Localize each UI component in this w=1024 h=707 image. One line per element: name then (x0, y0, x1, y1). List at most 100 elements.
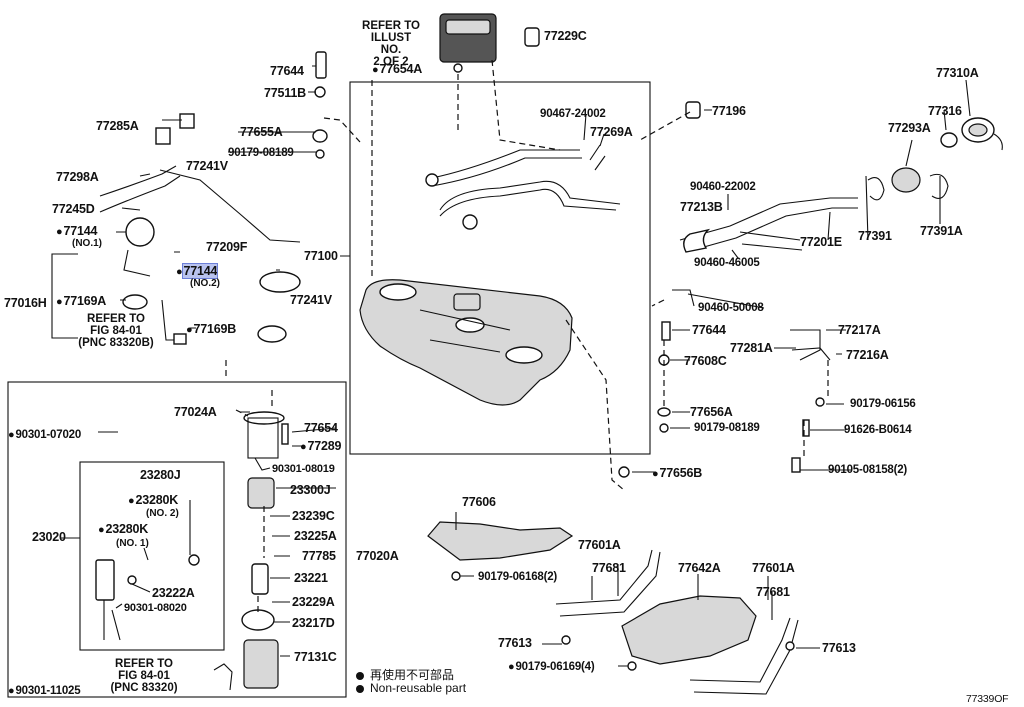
part-77654A[interactable]: 77654A (372, 62, 422, 77)
legend-non-reusable-jp: 再使用不可部品 (356, 666, 454, 683)
gasket-77169B (257, 325, 287, 343)
breather-pipe (739, 231, 803, 251)
part-77391[interactable]: 77391 (858, 229, 892, 243)
fuel-tank (359, 279, 573, 406)
part-90179-08189-lower[interactable]: 90179-08189 (694, 422, 760, 434)
part-77310A[interactable]: 77310A (936, 66, 979, 80)
part-23300J[interactable]: 23300J (290, 483, 331, 497)
part-77245D[interactable]: 77245D (52, 202, 95, 216)
vent-valve-77229C (524, 27, 540, 47)
part-77644-upper[interactable]: 77644 (270, 64, 304, 78)
fuel-cap (961, 117, 1003, 151)
part-90301-11025[interactable]: 90301-11025 (8, 684, 80, 698)
part-77216A[interactable]: 77216A (846, 348, 889, 362)
part-77681-left[interactable]: 77681 (592, 561, 626, 575)
fuel-sender-gauge-no2 (259, 271, 301, 293)
sender-wire (213, 663, 233, 691)
part-90105-08158[interactable]: 90105-08158(2) (828, 464, 908, 476)
part-77241V-upper[interactable]: 77241V (186, 159, 228, 173)
part-23280J[interactable]: 23280J (140, 468, 181, 482)
part-77293A[interactable]: 77293A (888, 121, 931, 135)
clip-77391 (867, 177, 885, 201)
part-77608C[interactable]: 77608C (684, 354, 727, 368)
part-23280K-no2-sub: (NO. 2) (146, 508, 179, 519)
part-23020[interactable]: 23020 (32, 530, 66, 544)
part-90301-07020[interactable]: 90301-07020 (8, 428, 81, 442)
nut-90179-06156 (815, 397, 825, 407)
part-77201E[interactable]: 77201E (800, 235, 842, 249)
part-77785[interactable]: 77785 (302, 549, 336, 563)
fuel-line-left (99, 165, 181, 213)
part-77285A[interactable]: 77285A (96, 119, 139, 133)
part-77316[interactable]: 77316 (928, 104, 962, 118)
filler-neck-seal (891, 167, 921, 193)
part-77209F[interactable]: 77209F (206, 240, 248, 254)
bolt-91626 (802, 419, 810, 437)
part-77144-no1[interactable]: 77144 (56, 224, 97, 239)
part-77644-lower[interactable]: 77644 (692, 323, 726, 337)
part-77511B[interactable]: 77511B (264, 86, 306, 100)
part-77601A-right[interactable]: 77601A (752, 561, 795, 575)
part-77144-no2-sub: (NO.2) (190, 278, 220, 289)
part-77144-no2[interactable]: 77144 (176, 263, 219, 279)
clip (179, 113, 195, 129)
part-23229A[interactable]: 23229A (292, 595, 335, 609)
grommet-77511B (314, 86, 326, 98)
part-77281A[interactable]: 77281A (730, 341, 773, 355)
gauge-cap (462, 214, 478, 230)
part-77298A[interactable]: 77298A (56, 170, 99, 184)
part-77217A[interactable]: 77217A (838, 323, 881, 337)
part-77289[interactable]: 77289 (300, 439, 341, 454)
part-91626-B0614[interactable]: 91626-B0614 (844, 424, 912, 436)
cushion-77655A (312, 129, 328, 143)
part-77020A[interactable]: 77020A (356, 549, 399, 563)
part-90467-24002[interactable]: 90467-24002 (540, 108, 606, 120)
part-90460-46005[interactable]: 90460-46005 (694, 257, 760, 269)
part-77100[interactable]: 77100 (304, 249, 338, 263)
part-90179-06168[interactable]: 90179-06168(2) (478, 571, 558, 583)
part-77196[interactable]: 77196 (712, 104, 746, 118)
part-23239C[interactable]: 23239C (292, 509, 335, 523)
part-23222A[interactable]: 23222A (152, 586, 195, 600)
part-77241V-lower[interactable]: 77241V (290, 293, 332, 307)
part-90460-50008[interactable]: 90460-50008 (698, 302, 764, 314)
part-77229C[interactable]: 77229C (544, 29, 587, 43)
part-77606[interactable]: 77606 (462, 495, 496, 509)
part-90179-08189-upper[interactable]: 90179-08189 (228, 147, 294, 159)
part-90301-08020[interactable]: 90301-08020 (124, 602, 187, 614)
part-77681-right[interactable]: 77681 (756, 585, 790, 599)
part-77024A[interactable]: 77024A (174, 405, 217, 419)
gauge-connector (173, 333, 187, 345)
part-77656B[interactable]: 77656B (652, 466, 702, 481)
part-77131C[interactable]: 77131C (294, 650, 337, 664)
part-77654[interactable]: 77654 (304, 421, 338, 435)
part-23217D[interactable]: 23217D (292, 616, 335, 630)
part-77391A[interactable]: 77391A (920, 224, 963, 238)
part-77613-right[interactable]: 77613 (822, 641, 856, 655)
part-23225A[interactable]: 23225A (294, 529, 337, 543)
fuel-pump-module (241, 411, 285, 689)
part-90179-06169[interactable]: 90179-06169(4) (508, 660, 594, 674)
cap-gasket-77316 (940, 132, 958, 148)
part-77656A[interactable]: 77656A (690, 405, 733, 419)
part-90460-22002[interactable]: 90460-22002 (690, 181, 756, 193)
part-77016H[interactable]: 77016H (4, 296, 47, 310)
part-77213B[interactable]: 77213B (680, 200, 723, 214)
sender-gauge-assembly (95, 500, 200, 641)
part-90179-06156[interactable]: 90179-06156 (850, 398, 916, 410)
part-90301-08019[interactable]: 90301-08019 (272, 463, 335, 475)
part-77169B[interactable]: 77169B (186, 322, 236, 337)
gasket-77169A (122, 294, 148, 310)
part-77655A[interactable]: 77655A (240, 125, 283, 139)
clip-77391A (929, 173, 949, 199)
part-23280K-no1[interactable]: 23280K (98, 522, 148, 537)
part-77269A[interactable]: 77269A (590, 125, 633, 139)
part-77613-left[interactable]: 77613 (498, 636, 532, 650)
tank-protector-77606 (427, 521, 574, 561)
part-77169A[interactable]: 77169A (56, 294, 106, 309)
part-77642A[interactable]: 77642A (678, 561, 721, 575)
part-23221[interactable]: 23221 (294, 571, 328, 585)
part-77601A-left[interactable]: 77601A (578, 538, 621, 552)
part-23280K-no2[interactable]: 23280K (128, 493, 178, 508)
part-77144-no1-sub: (NO.1) (72, 238, 102, 249)
